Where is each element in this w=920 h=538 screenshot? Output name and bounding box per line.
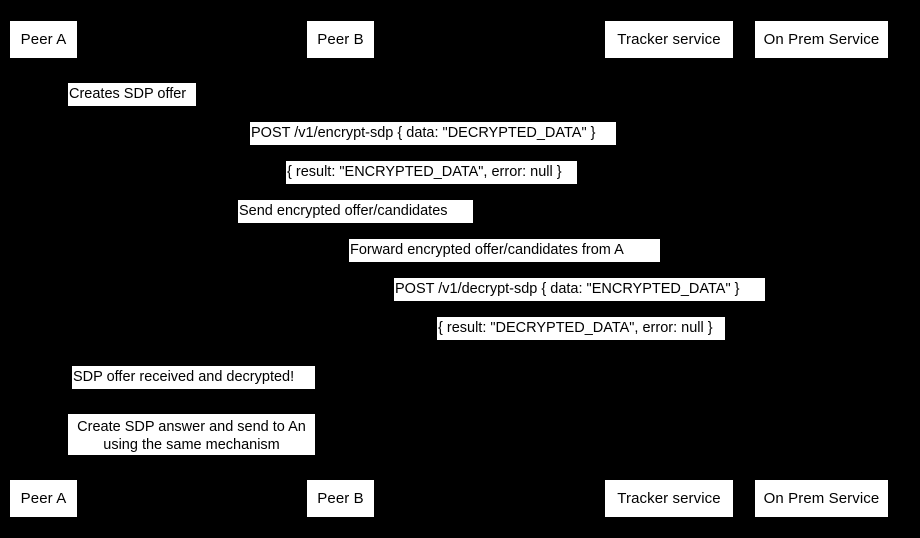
participant-head-on-prem-service[interactable]: On Prem Service <box>755 21 888 58</box>
note-line-2: using the same mechanism <box>103 437 280 453</box>
message-text: POST /v1/decrypt-sdp { data: "ENCRYPTED_… <box>395 281 740 298</box>
lifeline-tracker-service <box>669 58 670 480</box>
participant-head-tracker-service[interactable]: Tracker service <box>605 21 733 58</box>
participant-label: Peer B <box>317 490 364 507</box>
message-label-post-encrypt-sdp: POST /v1/encrypt-sdp { data: "DECRYPTED_… <box>250 122 616 145</box>
message-text: { result: "DECRYPTED_DATA", error: null … <box>438 320 713 337</box>
lifeline-peer-a <box>43 58 44 480</box>
participant-head-peer-a[interactable]: Peer A <box>10 21 77 58</box>
message-text: Send encrypted offer/candidates <box>239 203 448 220</box>
lifeline-on-prem-service <box>821 58 822 480</box>
participant-label: Tracker service <box>617 31 721 48</box>
participant-foot-peer-b[interactable]: Peer B <box>307 480 374 517</box>
participant-label: Tracker service <box>617 490 721 507</box>
arrow-decrypt-sdp-result <box>340 344 821 345</box>
message-label-post-decrypt-sdp: POST /v1/decrypt-sdp { data: "ENCRYPTED_… <box>394 278 765 301</box>
arrow-encrypt-sdp-result <box>43 188 821 189</box>
message-text: Creates SDP offer <box>69 86 187 103</box>
message-label-decrypt-sdp-result: { result: "DECRYPTED_DATA", error: null … <box>437 317 725 340</box>
note-line-1: Create SDP answer and send to An <box>77 419 306 435</box>
message-label-send-encrypted-offer: Send encrypted offer/candidates <box>238 200 473 223</box>
message-label-creates-sdp-offer: Creates SDP offer <box>68 83 196 106</box>
participant-label: Peer B <box>317 31 364 48</box>
note-create-sdp-answer: Create SDP answer and send to An using t… <box>68 414 315 455</box>
participant-label: Peer A <box>20 31 67 48</box>
message-text: Forward encrypted offer/candidates from … <box>350 242 624 259</box>
arrow-forward-encrypted-offer <box>340 266 669 267</box>
participant-label: On Prem Service <box>763 31 880 48</box>
message-label-encrypt-sdp-result: { result: "ENCRYPTED_DATA", error: null … <box>286 161 577 184</box>
message-label-forward-encrypted-offer: Forward encrypted offer/candidates from … <box>349 239 660 262</box>
participant-label: On Prem Service <box>763 490 880 507</box>
message-text: POST /v1/encrypt-sdp { data: "DECRYPTED_… <box>251 125 596 142</box>
participant-head-peer-b[interactable]: Peer B <box>307 21 374 58</box>
participant-foot-tracker-service[interactable]: Tracker service <box>605 480 733 517</box>
arrow-creates-sdp-offer <box>43 110 143 111</box>
participant-label: Peer A <box>20 490 67 507</box>
message-label-sdp-offer-received: SDP offer received and decrypted! <box>72 366 315 389</box>
arrow-post-decrypt-sdp <box>340 305 821 306</box>
arrow-post-encrypt-sdp <box>43 149 821 150</box>
participant-foot-peer-a[interactable]: Peer A <box>10 480 77 517</box>
lifeline-peer-b <box>340 58 341 480</box>
participant-foot-on-prem-service[interactable]: On Prem Service <box>755 480 888 517</box>
message-text: SDP offer received and decrypted! <box>73 369 295 386</box>
arrow-send-encrypted-offer <box>43 227 669 228</box>
message-text: { result: "ENCRYPTED_DATA", error: null … <box>287 164 562 181</box>
